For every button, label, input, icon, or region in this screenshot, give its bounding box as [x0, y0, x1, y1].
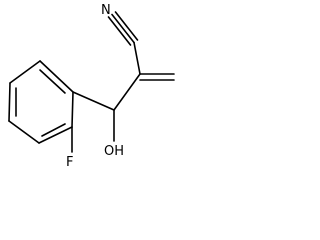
ring-inner-bond-1 [39, 69, 66, 94]
chemical-structure: N OH F [8, 3, 175, 170]
nitrile-triple-bond-c [114, 11, 139, 41]
carbinol-group [72, 73, 141, 142]
ring-bond-4 [8, 120, 40, 144]
nitrile-nitrogen-label: N [101, 3, 111, 18]
ring-inner-bond-3 [41, 123, 66, 137]
nitrile-to-alkene-bond [133, 41, 141, 75]
ring-bond-1 [39, 60, 74, 93]
carbinol-to-ring-bond [72, 91, 115, 111]
ring-bond-2 [9, 60, 41, 84]
nitrile-triple-bond-a [107, 16, 132, 46]
alkene-to-carbinol-bond [113, 73, 141, 111]
hydroxyl-label: OH [104, 144, 124, 159]
nitrile-group [107, 11, 141, 75]
ring-bond-6 [71, 91, 74, 128]
benzene-ring [8, 60, 74, 153]
methylene-group [139, 73, 175, 81]
fluorine-label: F [66, 155, 73, 170]
ring-bond-5 [38, 126, 73, 144]
nitrile-triple-bond-b [111, 13, 135, 44]
ring-bond-3 [8, 82, 11, 122]
